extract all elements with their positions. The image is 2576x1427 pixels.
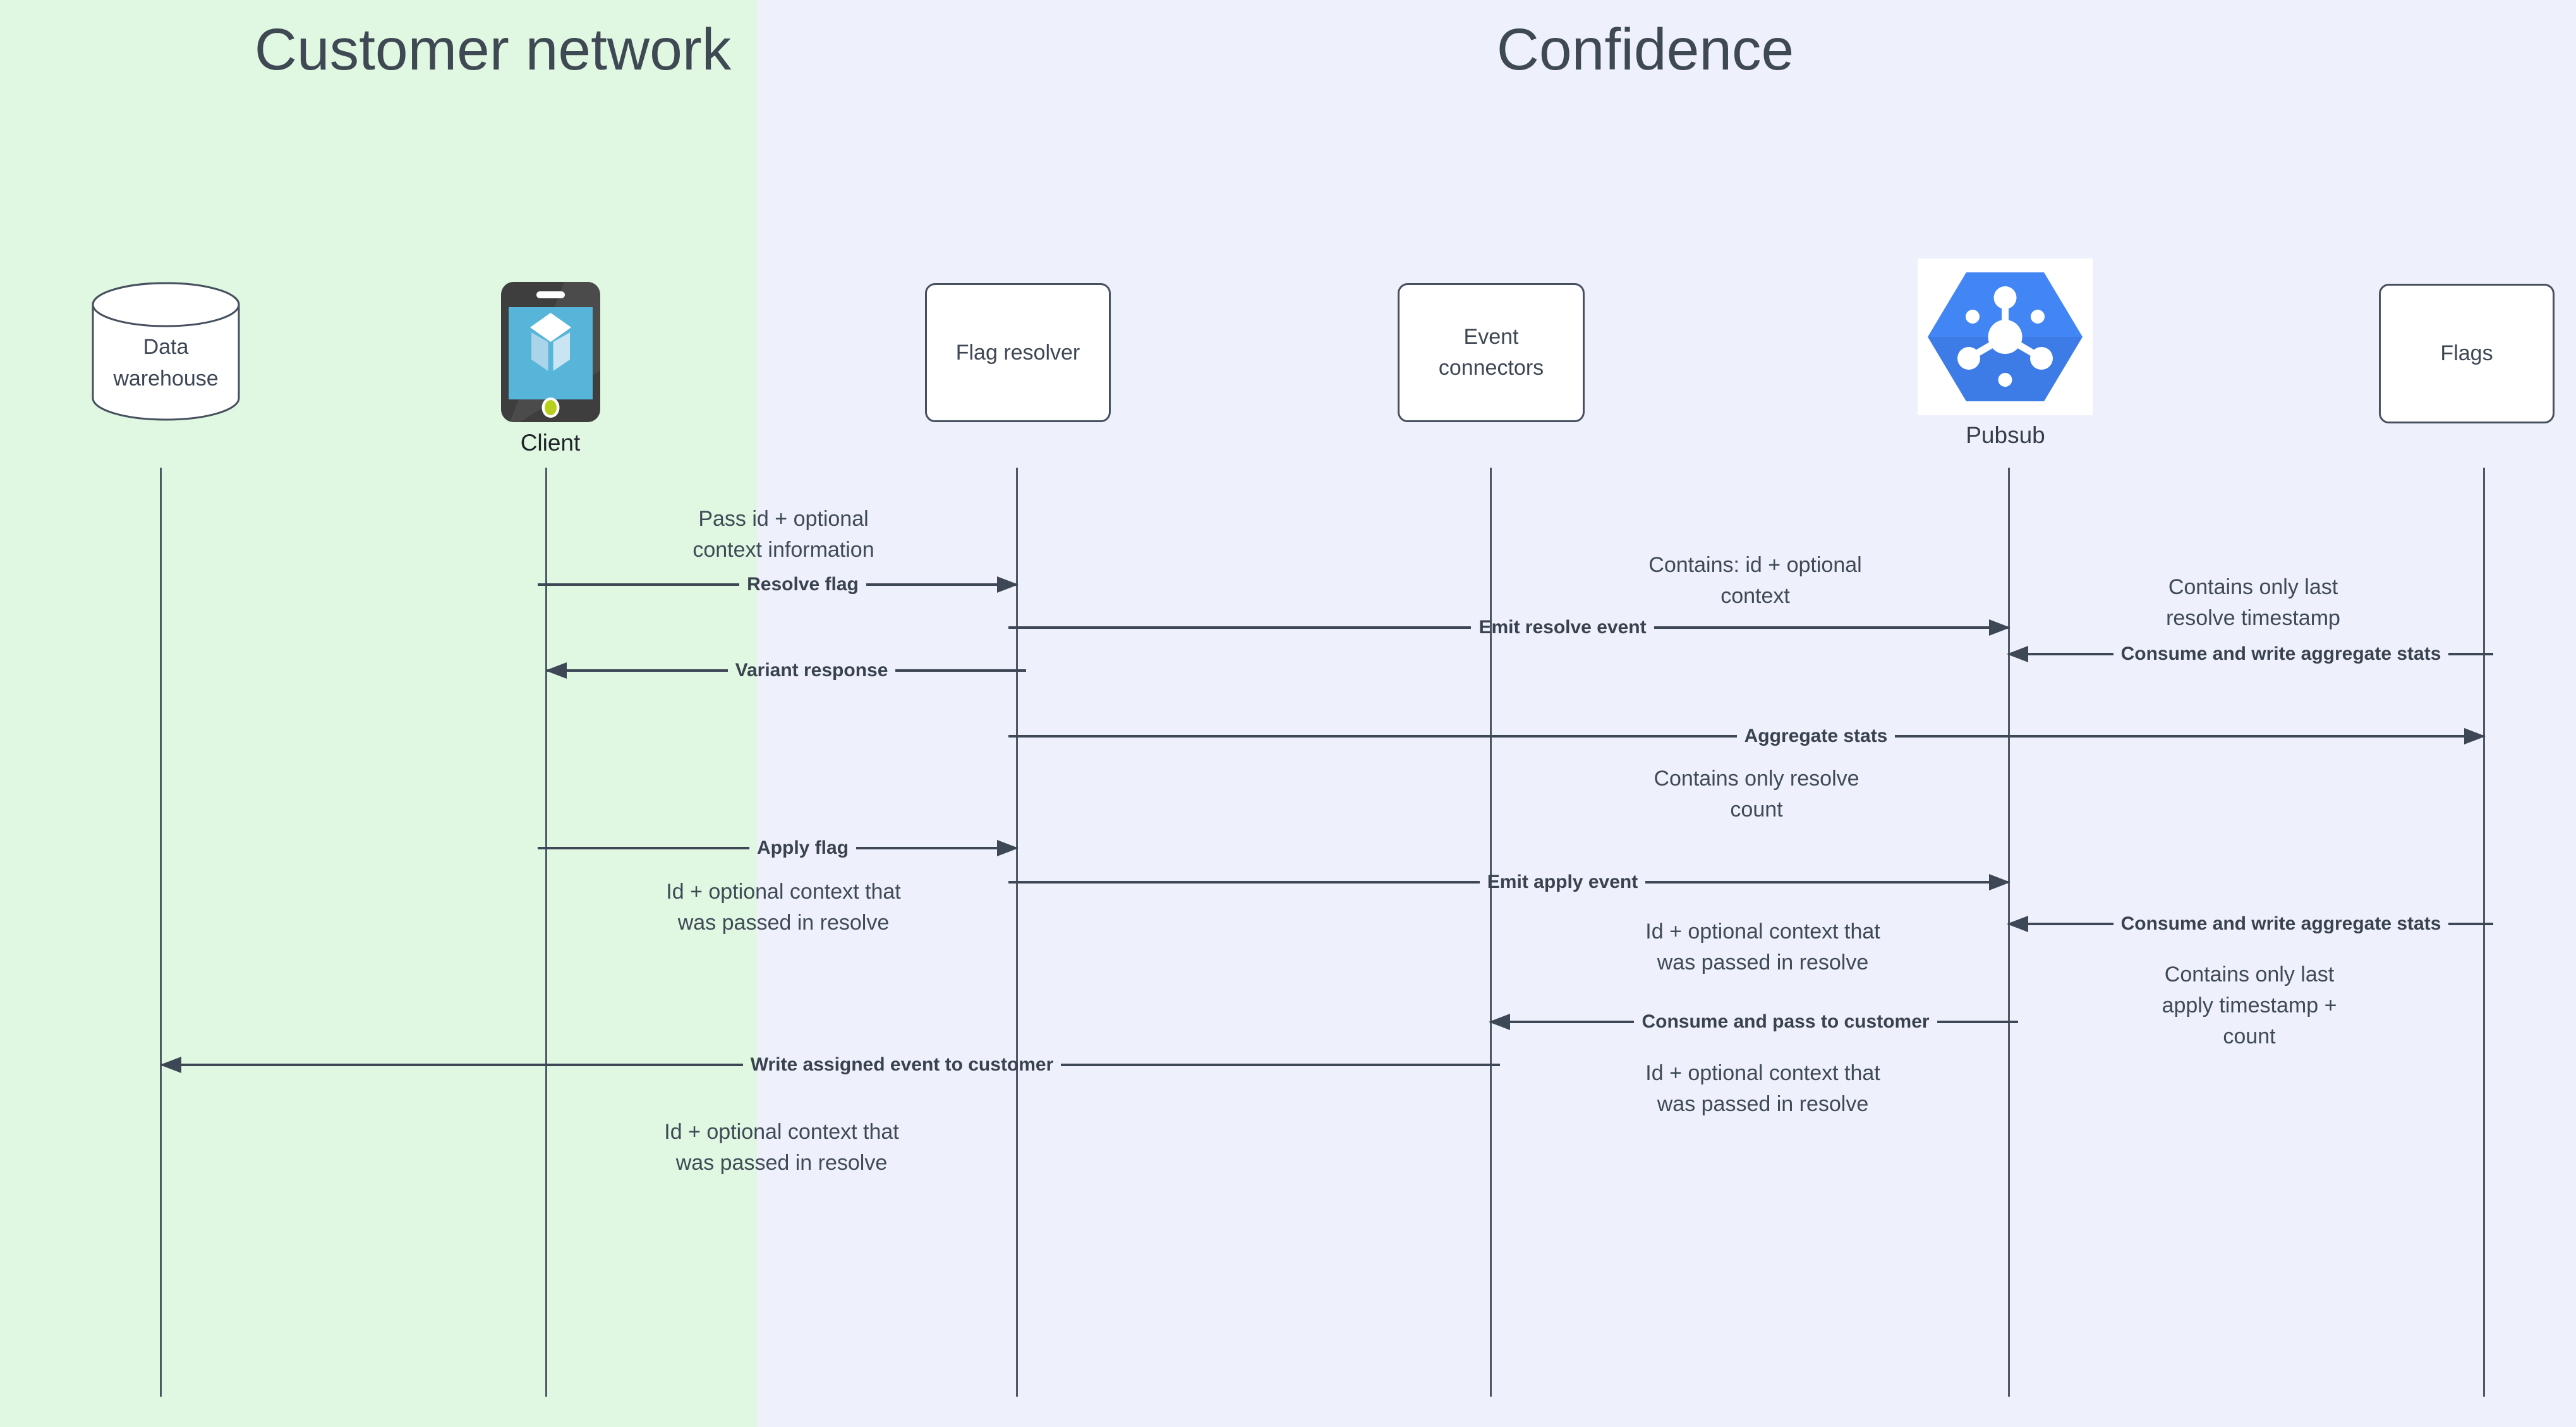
actor-flag-resolver: Flag resolver [925, 283, 1111, 422]
arrowhead-right-icon [1989, 874, 2011, 890]
actor-label-flags: Flags [2440, 341, 2493, 365]
arrowhead-left-icon [1489, 1014, 1510, 1030]
actor-flags: Flags [2379, 284, 2555, 423]
confidence-title: Confidence [1496, 16, 1794, 82]
message-apply-flag: Apply flag [538, 834, 1019, 862]
database-cylinder-icon [92, 282, 240, 421]
message-consume-and-pass-to-customer: Consume and pass to customer [1489, 1008, 2019, 1036]
lifeline-client [545, 468, 547, 1397]
lifeline-event-connectors [1490, 468, 1492, 1397]
lifeline-data-warehouse [160, 468, 162, 1397]
arrowhead-right-icon [2464, 728, 2486, 744]
lifeline-pubsub [2008, 468, 2010, 1397]
actor-label-client: Client [520, 430, 581, 456]
actor-data-warehouse: Data warehouse [92, 282, 240, 421]
mobile-phone-icon [501, 282, 600, 422]
message-emit-apply-event: Emit apply event [1008, 868, 2011, 896]
lifeline-flag-resolver [1016, 468, 1018, 1397]
arrowhead-right-icon [997, 576, 1019, 593]
actor-label-data-warehouse: Data warehouse [113, 335, 219, 391]
gcp-pubsub-icon [1918, 258, 2093, 415]
actor-label-flag-resolver: Flag resolver [955, 340, 1080, 365]
confidence-region [757, 0, 2576, 1427]
actor-label-pubsub: Pubsub [1966, 422, 2045, 448]
message-consume-write-aggregate-stats-2: Consume and write aggregate stats [2007, 910, 2494, 938]
lifeline-flags [2483, 468, 2485, 1397]
actor-pubsub [1918, 258, 2093, 415]
customer-network-title: Customer network [254, 16, 732, 82]
arrowhead-left-icon [2007, 646, 2028, 662]
message-emit-resolve-event: Emit resolve event [1008, 614, 2011, 641]
message-resolve-flag: Resolve flag [538, 571, 1019, 598]
actor-event-connectors: Event connectors [1398, 283, 1585, 422]
arrowhead-left-icon [160, 1057, 181, 1073]
message-write-assigned-event-to-customer: Write assigned event to customer [160, 1051, 1501, 1079]
message-variant-response: Variant response [545, 657, 1026, 684]
arrowhead-right-icon [997, 840, 1019, 856]
arrowhead-left-icon [2007, 916, 2028, 932]
actor-client [501, 282, 600, 422]
message-aggregate-stats: Aggregate stats [1008, 722, 2486, 750]
message-consume-write-aggregate-stats-1: Consume and write aggregate stats [2007, 640, 2494, 668]
arrowhead-left-icon [545, 662, 567, 679]
customer-network-region [0, 0, 757, 1427]
actor-label-event-connectors: Event connectors [1438, 325, 1544, 380]
arrowhead-right-icon [1989, 619, 2011, 636]
